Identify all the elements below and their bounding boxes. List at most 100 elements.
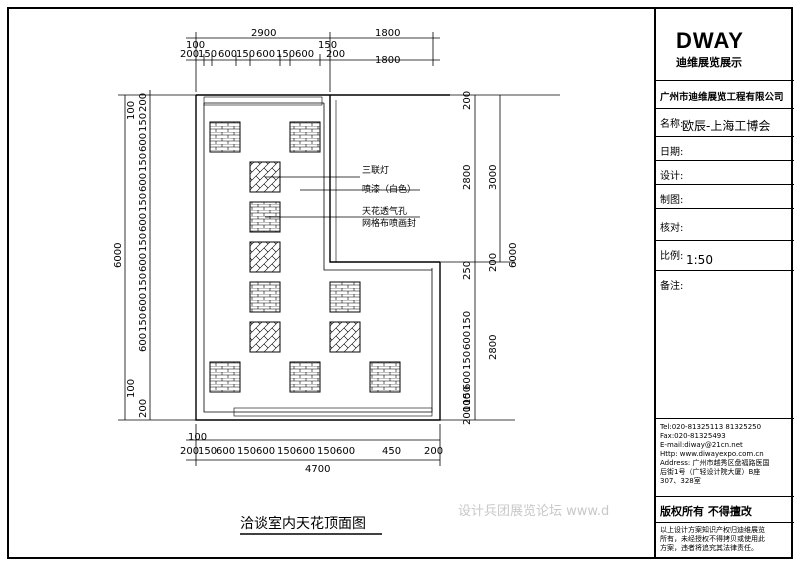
contact-line: Fax:020-81325493 [660, 432, 726, 440]
name-row: 名称: 欧辰-上海工博会 [656, 108, 794, 137]
design-label: 设计: [660, 171, 684, 182]
remark-label: 备注: [660, 281, 684, 292]
dim-left-item: 600 [138, 293, 149, 312]
date-row: 日期: [656, 136, 794, 161]
draw-row: 制图: [656, 184, 794, 209]
top-dimension-lines [186, 32, 440, 92]
dim-left-item: 150 [138, 233, 149, 252]
design-row: 设计: [656, 160, 794, 185]
name-label: 名称: [660, 119, 684, 130]
dim-right-item: 2800 [488, 335, 499, 360]
company-name: 广州市迪维展览工程有限公司 [660, 92, 784, 103]
dim-bottom-item: 600 [336, 446, 355, 457]
lamp-panel [249, 241, 281, 273]
logo-subtitle: 迪维展览展示 [676, 56, 742, 69]
bottom-dimension-lines [186, 424, 441, 466]
dim-right-item: 3000 [488, 165, 499, 190]
copyright: 版权所有 不得擅改 [660, 505, 752, 518]
dim-right-item: 250 [462, 261, 473, 280]
vent-panel [249, 281, 281, 313]
dim-right-item: 150 [462, 386, 473, 405]
dim-top-item: 100 [186, 40, 205, 51]
room-outline [195, 94, 560, 421]
right-dimension-lines [440, 95, 515, 421]
dim-left-item: 100 [126, 101, 137, 120]
dim-left-item: 600 [138, 133, 149, 152]
title-block: DWAY 迪维展览展示 广州市迪维展览工程有限公司 名称: 欧辰-上海工博会 日… [654, 8, 794, 558]
dim-right-item: 150 [462, 351, 473, 370]
dim-bottom-item: 600 [256, 446, 275, 457]
scale-label: 比例: [660, 251, 684, 262]
dim-bottom-row: 100 200 150 600 150 600 150 600 150 600 … [180, 432, 443, 457]
dim-top-item: 200 [180, 49, 199, 60]
left-dimension-lines [118, 90, 196, 421]
ceiling-panels [209, 121, 401, 393]
label-vent-mesh: 网格布喷画封 [362, 217, 416, 229]
logo-text: DWAY [676, 28, 744, 53]
dim-bottom-item: 600 [216, 446, 235, 457]
contact-line: Tel:020-81325113 81325250 [660, 423, 762, 431]
date-label: 日期: [660, 147, 684, 158]
contact-line: E-mail:diway@21cn.net [660, 441, 743, 449]
dim-left-item: 200 [138, 399, 149, 418]
dim-left-item: 200 [138, 93, 149, 112]
dim-left-item: 600 [138, 253, 149, 272]
dim-left-item: 150 [138, 193, 149, 212]
dim-bottom-item: 450 [382, 446, 401, 457]
dim-top-item: 150 [198, 49, 217, 60]
scale-row: 比例: 1:50 [656, 240, 794, 271]
dim-left-chain: 200 100 150 600 150 600 150 600 150 600 … [126, 93, 149, 418]
dim-left-item: 150 [138, 313, 149, 332]
dim-top-item: 600 [295, 49, 314, 60]
dim-right-item: 200 [462, 91, 473, 110]
dim-right-item: 600 [462, 331, 473, 350]
vent-panel [289, 361, 321, 393]
contact-line: Address: 广州市越秀区盘福路医国 [660, 459, 770, 467]
dim-left-item: 100 [126, 379, 137, 398]
label-triple-lamp: 三联灯 [362, 165, 389, 176]
notice-block: 以上设计方案知识产权归迪维展览 所有，未经授权不得拷贝或使用此 方案，违者将追究… [656, 522, 794, 559]
contact-line: 307、328室 [660, 477, 701, 485]
dim-top-item: 600 [256, 49, 275, 60]
dim-left-total: 6000 [113, 243, 124, 268]
notice-line: 方案，违者将追究其法律责任。 [660, 544, 758, 552]
notice-line: 所有，未经授权不得拷贝或使用此 [660, 535, 765, 543]
check-row: 核对: [656, 208, 794, 241]
dim-right-item: 600 [462, 371, 473, 390]
vent-panel [369, 361, 401, 393]
dim-top-overall-left: 2900 [251, 28, 276, 39]
draw-label: 制图: [660, 195, 684, 206]
dim-right-item: 150 [462, 311, 473, 330]
dim-bottom-total: 4700 [305, 464, 330, 475]
dim-left-item: 600 [138, 333, 149, 352]
dim-left-item: 150 [138, 153, 149, 172]
dim-top-item: 1800 [375, 55, 400, 66]
dim-bottom-item: 150 [277, 446, 296, 457]
dim-right-item: 2800 [462, 165, 473, 190]
company-row: 广州市迪维展览工程有限公司 [656, 80, 794, 109]
dim-right-lower: 250 200 150 600 150 600 150 2800 100 200 [462, 253, 499, 425]
dim-right-item: 200 [488, 253, 499, 272]
dim-right-upper: 200 2800 3000 [462, 91, 499, 190]
lamp-panel [249, 321, 281, 353]
dim-right-total: 6000 [508, 243, 519, 268]
dim-top-item: 150 [236, 49, 255, 60]
dim-top-overall-right: 1800 [375, 28, 400, 39]
logo: DWAY 迪维展览展示 [676, 28, 776, 70]
sheet-border [7, 7, 793, 559]
dim-top-row: 100 200 150 600 150 600 150 600 150 200 … [180, 40, 400, 66]
copyright-row: 版权所有 不得擅改 [656, 496, 794, 523]
watermark: 设计兵团展览论坛 www.d [458, 503, 609, 519]
vent-panel [209, 361, 241, 393]
dim-right-item: 100 [462, 393, 473, 412]
vent-panel [289, 121, 321, 153]
dim-left-item: 150 [138, 273, 149, 292]
dim-left-item: 150 [138, 113, 149, 132]
remark-row: 备注: [656, 270, 794, 419]
check-label: 核对: [660, 223, 684, 234]
dim-bottom-item: 150 [317, 446, 336, 457]
dim-left-item: 600 [138, 213, 149, 232]
scale-value: 1:50 [686, 253, 713, 267]
leader-lines [265, 176, 420, 218]
